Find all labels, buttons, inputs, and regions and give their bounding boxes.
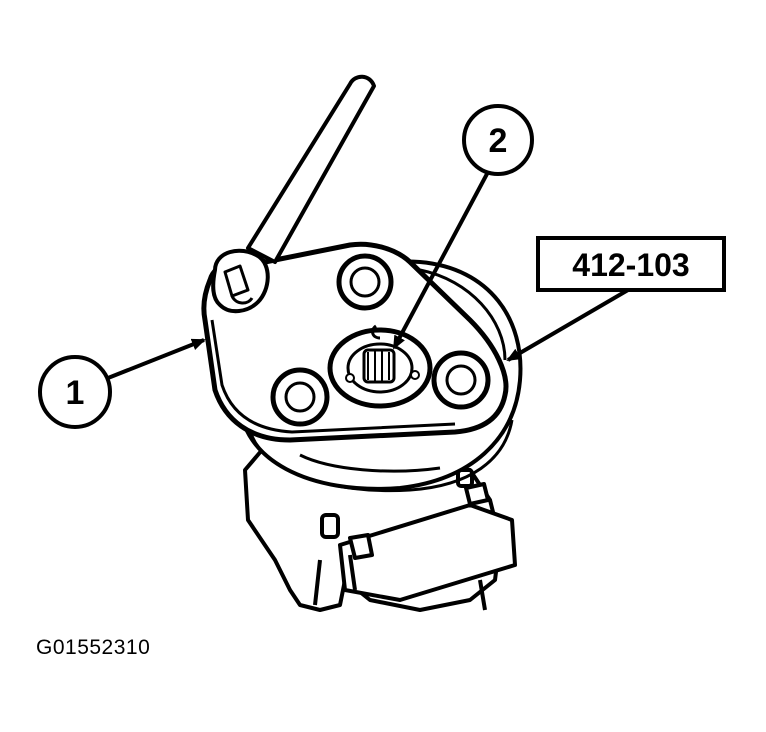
tool-number-text: 412-103 (572, 247, 689, 283)
plate-hole-right (431, 350, 491, 410)
callout-2-arrow (392, 171, 490, 350)
callout-2: 2 (392, 104, 534, 350)
compressor-body (243, 448, 517, 612)
tool-number-label: 412-103 (506, 236, 726, 362)
plate-hole-top (336, 253, 394, 311)
callout-1: 1 (38, 338, 206, 429)
callout-1-number: 1 (66, 374, 85, 412)
tool-number-arrow (506, 288, 630, 362)
callout-1-arrow (107, 338, 206, 380)
holding-tool-plate (201, 241, 509, 443)
clutch-hub (327, 324, 433, 409)
figure-code: G01552310 (36, 636, 151, 659)
callout-2-number: 2 (489, 122, 508, 160)
wrench (211, 74, 376, 314)
plate-hole-left (270, 367, 330, 427)
